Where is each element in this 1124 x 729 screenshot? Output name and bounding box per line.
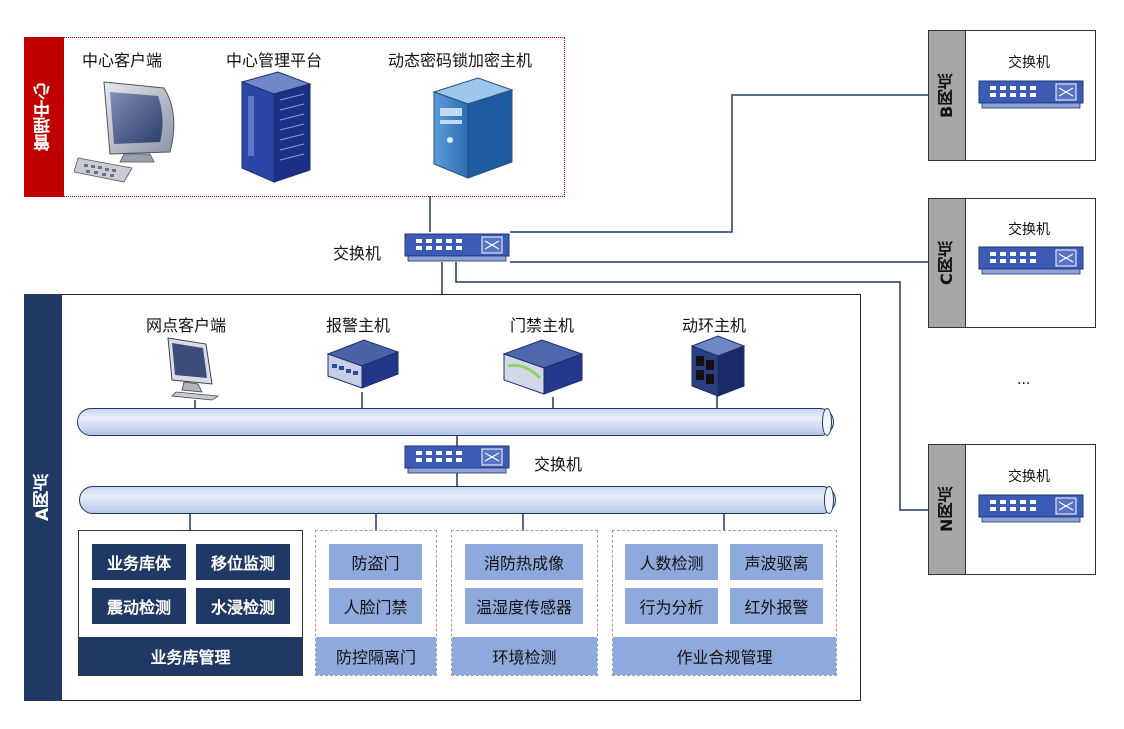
network-switch-icon [978,80,1084,109]
management-center-label: 管理中心 [34,83,54,151]
desktop-computer-icon [74,81,175,183]
access-host-icon [502,339,584,395]
site-c-switch-label: 交换机 [1008,222,1050,238]
alarm-host-icon [326,339,400,389]
network-switch-icon [978,246,1084,275]
server-rack-icon [240,71,312,183]
compliance-item: 声波驱离 [730,544,823,580]
site-c-label: C网点 [937,241,956,285]
environment-item: 消防热成像 [465,544,583,580]
network-bus-upper-end [822,408,832,436]
network-bus-lower-end [824,486,834,514]
isolation-group-title: 防控隔离门 [316,637,436,675]
env-host-icon [690,335,746,397]
center-client-label: 中心客户端 [82,51,163,70]
vault-item: 业务库体 [92,544,186,580]
site-b-label: B网点 [937,73,956,118]
site-a-tab [24,294,62,701]
more-sites-ellipsis: ... [1017,372,1031,388]
site-n-label: N网点 [937,486,956,533]
environment-group-title: 环境检测 [452,637,597,675]
access-host-label: 门禁主机 [510,316,575,335]
site-n-tab [928,444,966,575]
vault-group-title: 业务库管理 [79,637,302,675]
network-switch-icon [404,445,510,474]
compliance-item: 人数检测 [625,544,718,580]
network-bus-upper [77,408,834,436]
compliance-group-title: 作业合规管理 [613,637,836,675]
server-icon [432,77,514,179]
env-host-label: 动环主机 [682,316,747,335]
site-c-tab [928,198,966,328]
network-bus-lower [79,486,836,514]
vault-item: 水浸检测 [196,588,290,624]
site-a-label: A网点 [33,473,53,522]
compliance-group [612,530,837,676]
site-b-tab [928,30,966,161]
site-b-switch-label: 交换机 [1008,55,1050,71]
isolation-group [315,530,437,676]
site-a-switch-label: 交换机 [534,455,583,474]
environment-item: 温湿度传感器 [465,588,583,624]
vault-group [78,530,303,676]
site-client-label: 网点客户端 [146,316,227,335]
network-switch-icon [404,233,510,262]
center-platform-label: 中心管理平台 [226,51,323,70]
management-center-tab [24,37,64,197]
environment-group [451,530,598,676]
alarm-host-label: 报警主机 [326,316,391,335]
site-n-switch-label: 交换机 [1008,469,1050,485]
network-switch-icon [978,494,1084,523]
crypto-host-label: 动态密码锁加密主机 [388,51,533,70]
isolation-item: 防盗门 [329,544,422,580]
compliance-item: 红外报警 [730,588,823,624]
monitor-icon [167,337,220,401]
vault-item: 震动检测 [92,588,186,624]
compliance-item: 行为分析 [625,588,718,624]
vault-item: 移位监测 [196,544,290,580]
core-switch-label: 交换机 [333,244,382,263]
isolation-item: 人脸门禁 [329,588,422,624]
